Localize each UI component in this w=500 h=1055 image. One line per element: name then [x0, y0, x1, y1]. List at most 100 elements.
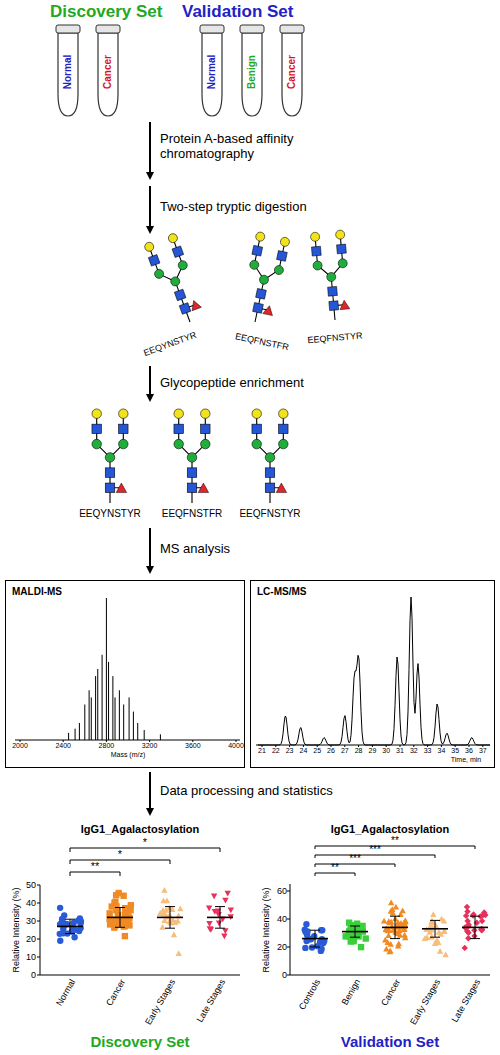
- data-point: [462, 945, 468, 951]
- axis-tick: [37, 903, 40, 904]
- ms-peak: [97, 669, 98, 740]
- flow-arrow: [149, 186, 151, 232]
- tick-label: 20: [277, 942, 287, 952]
- data-point: [319, 927, 325, 933]
- data-point: [399, 907, 405, 913]
- data-point: [222, 928, 228, 934]
- step-label: Protein A-based affinity chromatography: [160, 132, 310, 162]
- tube-label: Normal: [62, 55, 74, 89]
- data-point: [157, 910, 163, 916]
- axis-tick: [441, 745, 442, 747]
- peptide-label: EEQFNSTYR: [307, 330, 363, 345]
- axis-tick: [287, 975, 290, 976]
- tick-label: 30: [382, 747, 390, 755]
- group-label: Benign: [340, 977, 363, 1006]
- data-point: [304, 928, 310, 934]
- axis-tick: [37, 957, 40, 958]
- data-point: [206, 905, 212, 911]
- axis-line: [290, 884, 490, 975]
- axis-tick: [37, 921, 40, 922]
- data-point: [463, 913, 469, 919]
- tube-outline: [242, 33, 262, 116]
- data-point: [388, 908, 394, 914]
- data-point: [57, 938, 63, 944]
- set-title: Validation Set: [341, 1033, 439, 1050]
- significance-stars: **: [391, 836, 399, 846]
- tube-label: Cancer: [102, 55, 114, 89]
- peptide-label: EEQFNSTFR: [234, 331, 289, 352]
- data-point: [160, 897, 166, 903]
- data-graphic: [20, 597, 490, 975]
- ms-peak: [108, 662, 109, 740]
- data-point: [177, 906, 183, 912]
- step-label: Data processing and statistics: [160, 784, 333, 799]
- ms-peak: [129, 697, 130, 740]
- data-point: [171, 932, 177, 938]
- tick-label: 3600: [185, 742, 201, 750]
- tube-outline: [282, 33, 302, 116]
- ms-peak: [68, 733, 69, 740]
- tube-label: Benign: [246, 55, 258, 89]
- significance-stars: *: [143, 837, 147, 848]
- data-point: [206, 921, 212, 927]
- data-point: [216, 920, 222, 926]
- tick-label: 30: [26, 916, 36, 926]
- ms-peak: [84, 705, 85, 741]
- data-point: [128, 902, 134, 908]
- significance-bracket: [315, 873, 355, 876]
- data-point: [59, 916, 65, 922]
- group-label: Normal: [54, 977, 77, 1007]
- significance-bracket: [70, 872, 120, 876]
- flow-arrow: [149, 528, 151, 572]
- significance-stars: ***: [349, 854, 361, 864]
- sample-tube: Normal: [55, 24, 81, 118]
- axis-tick: [106, 740, 107, 742]
- glycan-structure: [238, 231, 290, 325]
- axis-tick: [236, 740, 237, 742]
- tick-label: 33: [424, 747, 432, 755]
- axis-tick: [149, 740, 150, 742]
- error-bar: [115, 908, 125, 928]
- data-point: [359, 923, 365, 929]
- ms-peak: [137, 723, 138, 740]
- chromatogram-trace: [258, 597, 490, 745]
- data-point: [113, 892, 119, 898]
- set-title: Discovery Set: [50, 2, 162, 22]
- data-point: [61, 922, 67, 928]
- tube-cap: [56, 25, 80, 33]
- axis-label: Relative Intensity (%): [11, 887, 21, 972]
- panel-title: LC-MS/MS: [257, 586, 306, 598]
- data-point: [393, 904, 399, 910]
- data-point: [207, 926, 213, 932]
- data-point: [363, 935, 369, 941]
- group-label: Controls: [297, 977, 323, 1011]
- step-label: Two-step tryptic digestion: [160, 200, 307, 215]
- step-label: MS analysis: [160, 542, 230, 557]
- tube-outline: [58, 33, 78, 116]
- group-label: Early Stages: [408, 977, 442, 1026]
- data-point: [401, 921, 407, 927]
- step-label: Glycopeptide enrichment: [160, 376, 304, 391]
- glycan-structure: [92, 409, 128, 503]
- ms-peak: [79, 723, 80, 740]
- flow-arrow: [149, 122, 151, 814]
- tick-label: 21: [258, 747, 266, 755]
- data-point: [430, 911, 436, 917]
- data-point: [437, 948, 443, 954]
- axis-label: Relative Intensity (%): [261, 887, 271, 972]
- sample-tube: Normal: [199, 24, 225, 118]
- sample-tube: Cancer: [279, 24, 305, 118]
- ms-peak: [89, 690, 90, 740]
- data-point: [211, 894, 217, 900]
- ms-peak: [106, 598, 107, 740]
- error-bar: [430, 920, 440, 937]
- data-point: [123, 921, 129, 927]
- significance-bracket: [315, 855, 435, 858]
- significance-bracket: [70, 860, 170, 864]
- tick-label: 32: [410, 747, 418, 755]
- tick-label: 4000: [228, 742, 244, 750]
- data-point: [224, 891, 230, 897]
- tick-label: 10: [26, 952, 36, 962]
- axis-line: [15, 740, 490, 975]
- data-point: [464, 918, 470, 924]
